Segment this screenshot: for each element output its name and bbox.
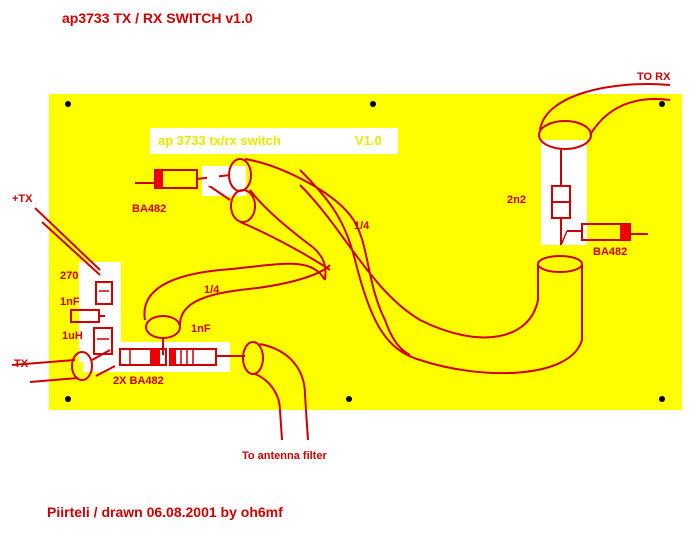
label-ba482-top: BA482 [132,203,167,215]
coax-to-rx [539,83,671,131]
mounting-holes [65,101,665,402]
diode-ba482-bottom-a [119,348,167,366]
mounting-hole [659,101,665,107]
board-title-text: ap 3733 tx/rx switch [158,133,281,148]
drawing-footer: Piirteli / drawn 06.08.2001 by oh6mf [47,504,283,520]
label-1nf-mid: 1nF [191,323,211,335]
board-version-text: V1.0 [355,133,382,148]
diode-band [155,170,163,188]
label-to-rx: TO RX [637,71,671,83]
mounting-hole [370,101,376,107]
label-270: 270 [60,270,79,282]
label-to-antenna: To antenna filter [242,450,327,462]
label-ba482-right: BA482 [593,246,628,258]
coax-to-antenna [259,343,309,441]
label-1uh: 1uH [62,330,83,342]
mounting-hole [65,101,71,107]
coax-quarter-wave-rx [299,184,539,339]
drawing-title: ap3733 TX / RX SWITCH v1.0 [62,10,253,26]
diode-band [150,349,160,365]
mounting-hole [65,396,71,402]
label-quarter-wave-a: 1/4 [354,220,370,232]
label-quarter-wave-b: 1/4 [204,284,220,296]
capacitor-1nf-left [70,309,100,323]
label-2n2: 2n2 [507,194,526,206]
coax-quarter-wave-tx [143,262,326,321]
diode-band [620,224,630,240]
mounting-hole [659,396,665,402]
board-title-box: ap 3733 tx/rx switch V1.0 [150,128,398,154]
label-1nf-left: 1nF [60,296,80,308]
label-tx: TX [14,358,29,370]
diode-band [170,349,176,365]
label-plus-tx: +TX [12,193,33,205]
label-2x-ba482: 2X BA482 [113,375,164,387]
mounting-hole [346,396,352,402]
resistor-270 [95,281,113,305]
pad-rx-side [541,140,587,245]
